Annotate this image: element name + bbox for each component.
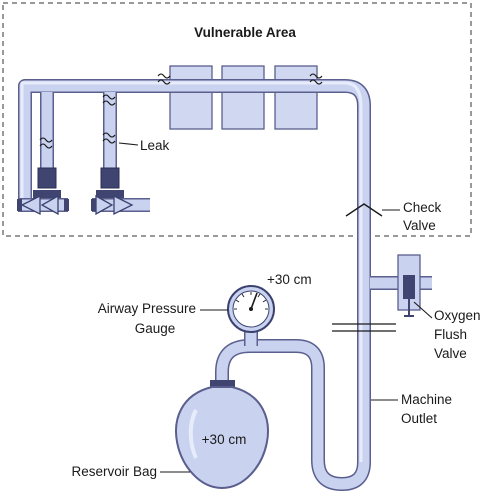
- machine-outlet-label-line2: Outlet: [401, 411, 437, 426]
- leak-leader: [118, 142, 139, 146]
- gauge-value-label: +30 cm: [267, 272, 312, 287]
- gauge-label-line2: Gauge: [135, 321, 176, 336]
- needle-valve-icon: [17, 167, 69, 216]
- flowmeter-drops: [40, 92, 117, 180]
- oxygen-flush-label-line2: Flush: [434, 327, 467, 342]
- check-valve-icon: [345, 203, 383, 217]
- needle-valve-icon: [91, 167, 134, 216]
- pipe-break-marks: [39, 73, 323, 149]
- oxygen-flush-label-line1: Oxygen: [434, 308, 481, 323]
- flowmeter-tubes: [169, 65, 318, 130]
- reservoir-bag-icon: [175, 380, 269, 490]
- oxygen-flush-label-line3: Valve: [434, 346, 467, 361]
- leak-label: Leak: [140, 138, 170, 153]
- machine-outlet-label-line1: Machine: [401, 392, 452, 407]
- oxygen-flush-valve-icon: [370, 254, 432, 317]
- machine-outlet-flange: [332, 323, 396, 332]
- pressure-gauge-icon: [227, 285, 275, 346]
- check-valve-label-line1: Check: [403, 200, 442, 215]
- gas-pipe-main: [18, 79, 371, 491]
- bag-label: Reservoir Bag: [71, 464, 157, 479]
- oxygen-flush-leader: [413, 301, 433, 319]
- vulnerable-area-title: Vulnerable Area: [194, 25, 296, 40]
- gauge-label-line1: Airway Pressure: [98, 301, 196, 316]
- check-valve-label-line2: Valve: [403, 218, 436, 233]
- vulnerable-area-box: [2, 2, 472, 237]
- bag-value-label: +30 cm: [202, 432, 247, 447]
